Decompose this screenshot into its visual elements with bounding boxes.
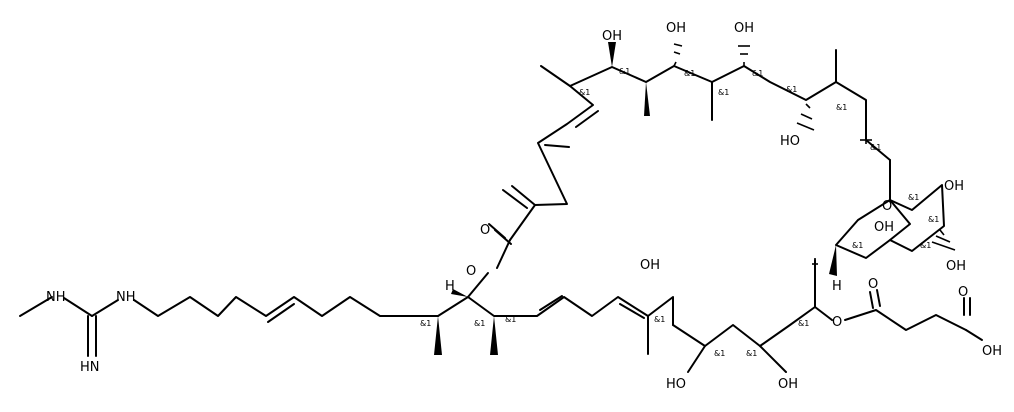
label-oh-pyran-2: OH xyxy=(874,220,894,235)
label-ho-lower: HO xyxy=(666,377,686,392)
stereo-label: &1 xyxy=(836,103,847,112)
stereo-label: &1 xyxy=(505,315,516,324)
stereo-label: &1 xyxy=(752,69,763,78)
label-oh-pyran-1: OH xyxy=(944,179,964,194)
stereo-bonds xyxy=(434,42,956,355)
label-o-carbonyl-right: O xyxy=(868,277,878,292)
stereo-label: &1 xyxy=(852,241,863,250)
stereo-label: &1 xyxy=(928,215,939,224)
label-o-acid: O xyxy=(958,285,968,300)
label-oh-3: OH xyxy=(734,21,754,36)
stereo-label: &1 xyxy=(718,88,729,97)
stereo-label: &1 xyxy=(746,349,757,358)
label-o-ester-right: O xyxy=(832,315,842,330)
stereo-label: &1 xyxy=(420,319,431,328)
stereo-label: &1 xyxy=(920,241,931,250)
label-oh-acid: OH xyxy=(982,344,1002,359)
label-nh-right: NH xyxy=(116,290,136,305)
stereo-label: &1 xyxy=(786,85,797,94)
label-ho-side: HO xyxy=(780,134,800,149)
label-nh-left: NH xyxy=(46,290,66,305)
stereo-label: &1 xyxy=(619,67,630,76)
label-oh-lower-right: OH xyxy=(778,377,798,392)
stereo-label: &1 xyxy=(798,319,809,328)
label-o-carbonyl: O xyxy=(480,223,490,238)
label-oh-1: OH xyxy=(602,29,622,44)
stereo-descriptors: &1 &1 &1 &1 &1 &1 &1 &1 &1 &1 &1 &1 &1 &… xyxy=(420,67,939,358)
label-h-pyran: H xyxy=(832,279,842,294)
stereo-label: &1 xyxy=(870,143,881,152)
label-o-pyran: O xyxy=(882,199,892,214)
stereo-label: &1 xyxy=(908,193,919,202)
stereo-label: &1 xyxy=(474,319,485,328)
label-oh-2: OH xyxy=(666,21,686,36)
stereo-label: &1 xyxy=(714,349,725,358)
stereo-label: &1 xyxy=(579,88,590,97)
label-oh-pyran-3: OH xyxy=(946,259,966,274)
stereo-label: &1 xyxy=(684,69,695,78)
label-oh-lower: OH xyxy=(640,258,660,273)
label-h-ester: H xyxy=(445,279,455,294)
bond-lines xyxy=(19,49,983,373)
atom-labels: NH NH HN O O H OH OH OH HO O OH OH OH H … xyxy=(46,21,1002,392)
label-o-ester-left: O xyxy=(466,264,476,279)
label-hn-imine: HN xyxy=(80,360,100,375)
stereo-label: &1 xyxy=(654,315,665,324)
